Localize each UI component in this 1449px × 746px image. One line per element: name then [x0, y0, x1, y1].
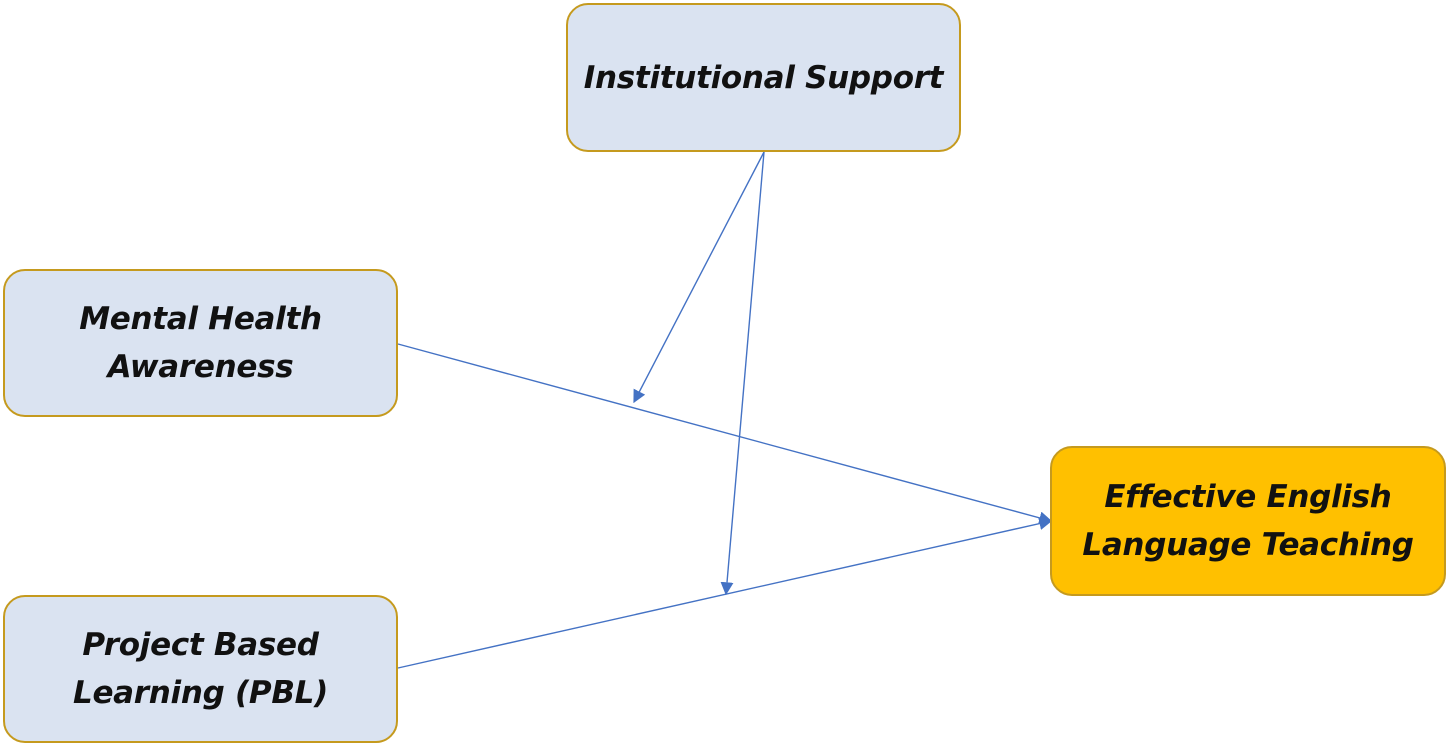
- arrow-pbl-to-outcome: [397, 517, 1053, 669]
- arrow-institutional-moderates-mental-health: [633, 151, 765, 404]
- arrow-institutional-moderates-pbl: [720, 151, 765, 596]
- node-institutional-support: Institutional Support: [566, 3, 961, 152]
- node-label-institutional-support: Institutional Support: [583, 59, 944, 96]
- arrow-mental-health-to-outcome: [397, 343, 1053, 525]
